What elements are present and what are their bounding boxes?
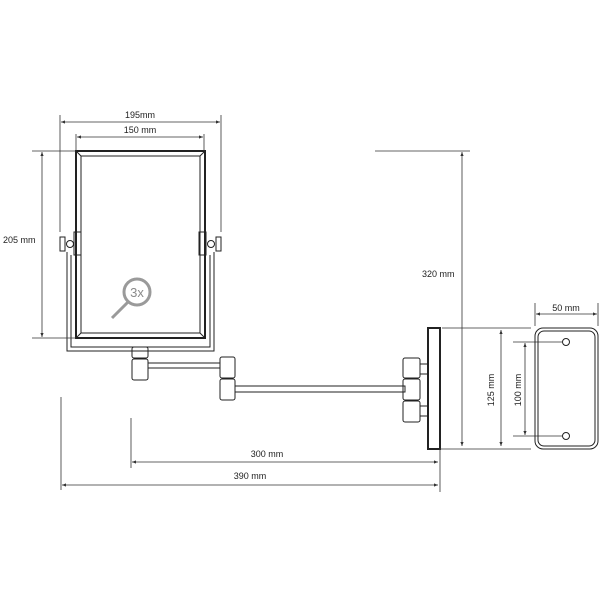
hinge-right bbox=[198, 231, 222, 256]
dim-plate-height: 125 mm bbox=[486, 374, 496, 407]
mounting-hole-bottom bbox=[562, 432, 570, 440]
wall-plate-side bbox=[427, 327, 441, 450]
dim-hole-spacing: 100 mm bbox=[513, 374, 523, 407]
magnification-label: 3x bbox=[130, 285, 144, 300]
dim-total-height: 320 mm bbox=[422, 269, 455, 279]
dim-mirror-width: 150 mm bbox=[124, 125, 157, 135]
hinge-left bbox=[59, 231, 82, 256]
wall-plate-front bbox=[534, 327, 599, 450]
dim-arm-length: 300 mm bbox=[251, 449, 284, 459]
dim-total-depth: 390 mm bbox=[234, 471, 267, 481]
u-bracket bbox=[66, 252, 215, 352]
swing-arm bbox=[131, 327, 441, 450]
dim-overall-width: 195mm bbox=[125, 110, 155, 120]
magnifier-3x-icon: 3x bbox=[110, 277, 152, 320]
dim-plate-width: 50 mm bbox=[552, 303, 580, 313]
mirror-frame bbox=[75, 150, 206, 339]
dim-mirror-height: 205 mm bbox=[3, 235, 36, 245]
mounting-hole-top bbox=[562, 338, 570, 346]
